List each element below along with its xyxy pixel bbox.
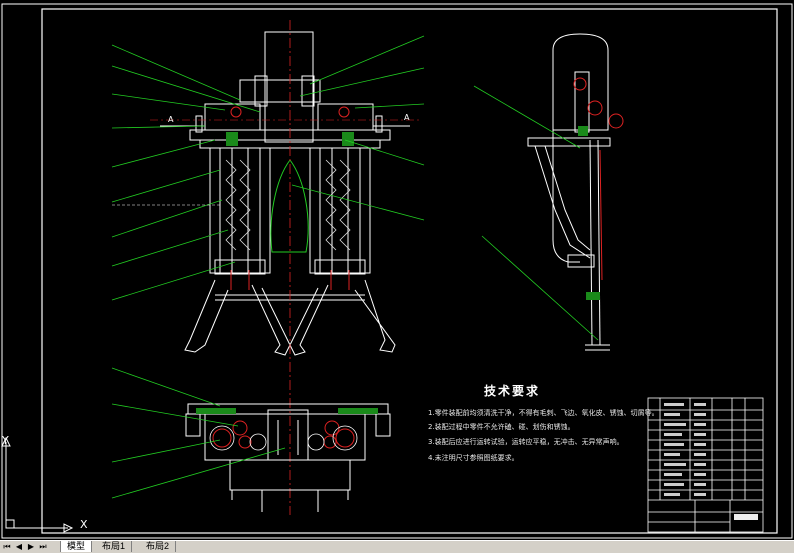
tab-layout1[interactable]: 布局1 <box>96 541 133 552</box>
tab-next-icon[interactable]: ▶ <box>27 542 35 551</box>
tab-first-icon[interactable]: ⏮ <box>3 542 11 551</box>
side-view-red <box>573 77 624 281</box>
tech-requirements-title: 技术要求 <box>484 384 541 398</box>
leader-lines-top-view <box>111 367 286 499</box>
inner-frame <box>41 8 778 534</box>
tech-requirement-2: 2.装配过程中零件不允许磕、碰、划伤和锈蚀。 <box>428 423 575 431</box>
title-block-text-marks <box>664 403 706 496</box>
front-red-accents <box>230 106 350 290</box>
tech-requirement-1: 1.零件装配前均须清洗干净，不得有毛刺、飞边、氧化皮、锈蚀、切屑等。 <box>428 409 659 417</box>
tab-model[interactable]: 模型 <box>60 541 93 552</box>
tab-last-icon[interactable]: ⏭ <box>39 542 47 551</box>
drum-teeth <box>225 159 351 251</box>
title-block <box>647 397 764 533</box>
section-marker-left: A <box>168 115 174 124</box>
outer-frame <box>1 3 793 539</box>
tab-prev-icon[interactable]: ◀ <box>15 542 23 551</box>
leader-lines-left <box>111 44 261 301</box>
section-marker-right: A <box>404 113 410 122</box>
center-profile <box>270 159 309 253</box>
side-view <box>527 33 611 351</box>
ucs-y-label: Y <box>2 434 9 447</box>
cad-drawing[interactable]: A A <box>0 0 794 540</box>
top-view <box>185 403 391 512</box>
drawing-viewport[interactable]: A A <box>0 0 794 540</box>
ucs-x-label: X <box>80 518 88 531</box>
tab-layout2[interactable]: 布局2 <box>140 541 177 552</box>
plate-hatch <box>226 132 354 146</box>
front-view <box>160 31 410 356</box>
leader-lines-right <box>291 35 425 221</box>
layout-tab-bar: ⏮ ◀ ▶ ⏭ 模型 布局1 布局2 <box>0 540 794 553</box>
tech-requirement-4: 4.未注明尺寸参照图纸要求。 <box>428 454 519 462</box>
top-view-gears-white <box>209 425 358 451</box>
ucs-icon: Y X <box>0 430 100 535</box>
side-view-hatch <box>578 126 600 300</box>
tech-requirement-3: 3.装配后应进行运转试验，运转应平稳，无冲击、无异常声响。 <box>428 438 624 446</box>
